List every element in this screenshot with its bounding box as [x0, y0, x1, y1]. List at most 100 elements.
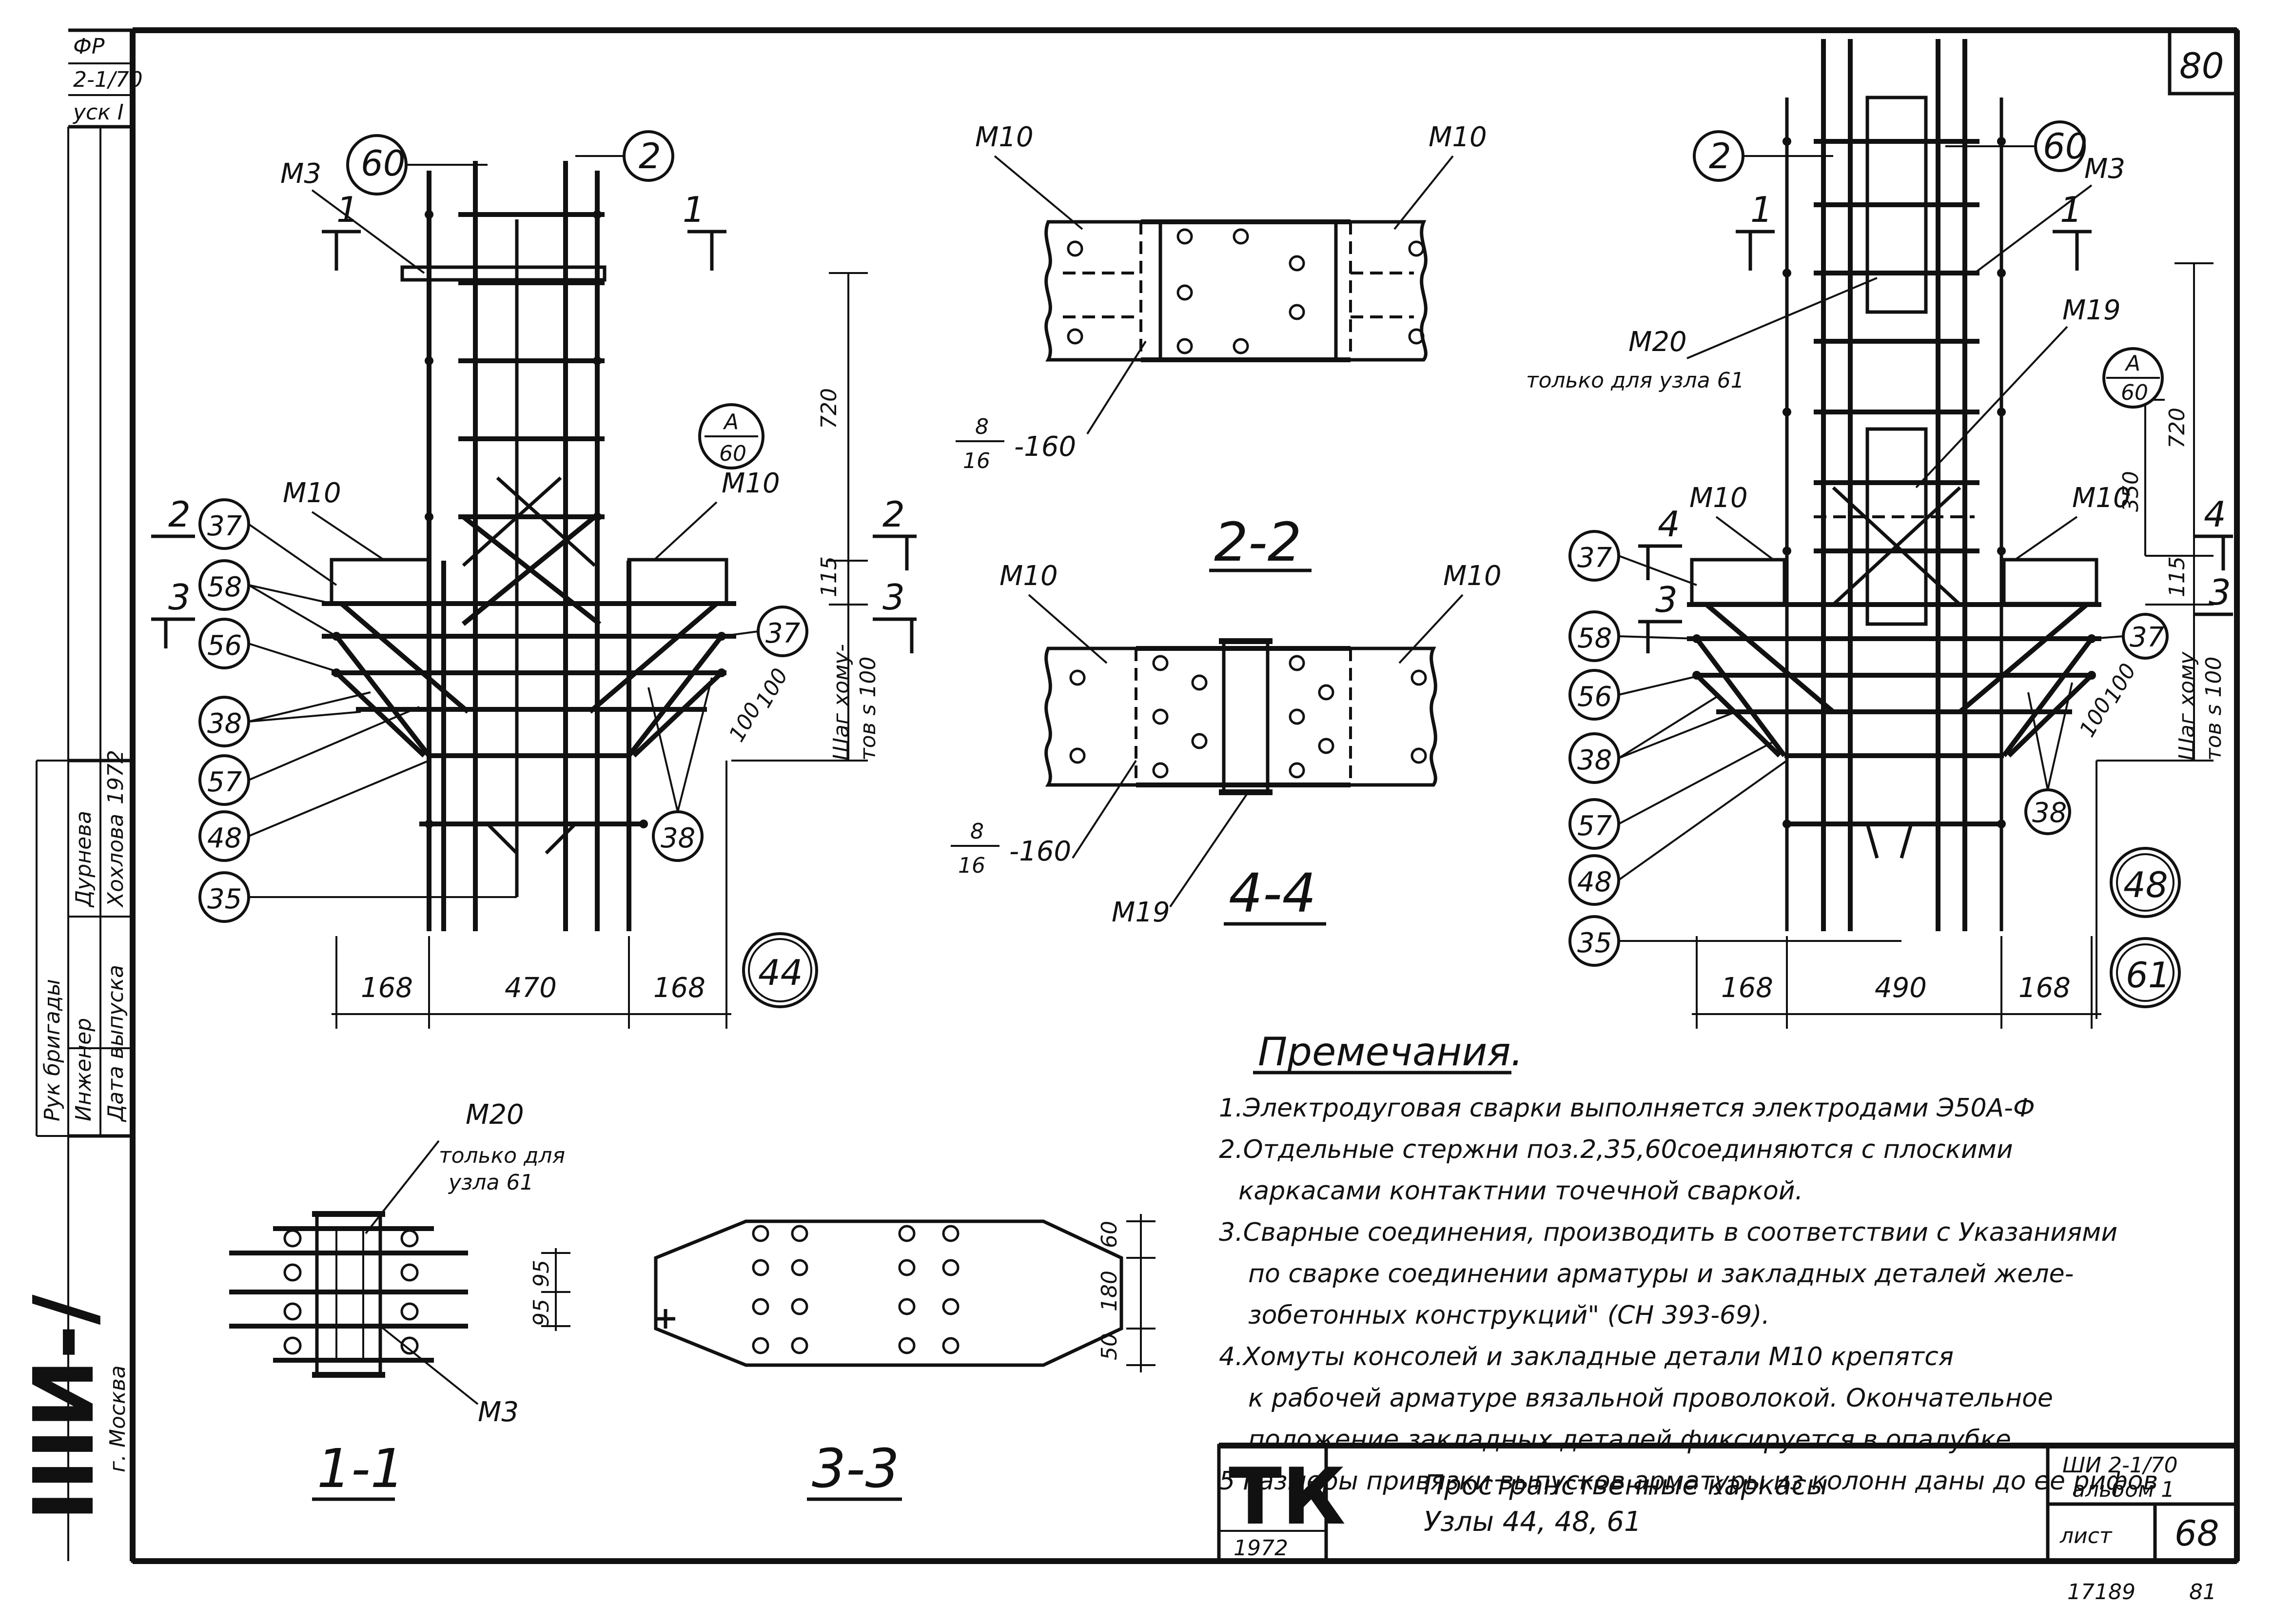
- node44-detail-ref-a: А: [723, 410, 739, 434]
- node48-badge: [2110, 847, 2181, 918]
- note-line-2: 2.Отдельные стержни поз.2,35,60соединяют…: [1219, 1135, 2013, 1164]
- org-city: г. Москва: [105, 1365, 130, 1472]
- node48-m10-left: М10: [1689, 482, 1748, 514]
- node48-detail-ref-60: 60: [2121, 380, 2148, 405]
- node48-pos60-text: 60: [2043, 126, 2088, 167]
- corner-page-number: 80: [2179, 45, 2224, 86]
- node44-dim-100b: 100: [751, 664, 793, 712]
- node48-dim-350: 350: [2118, 471, 2143, 512]
- node44-stirrup-step-2: тов s 100: [856, 657, 881, 761]
- org-mark: IIIИ-/: [16, 1294, 113, 1521]
- node44-section-1-left: 1: [336, 189, 359, 230]
- node48-callout-35: 35: [1577, 927, 1612, 959]
- node44-callout-56: 56: [207, 630, 242, 662]
- node48-dim-bottom-490: 490: [1875, 972, 1927, 1004]
- node44-callouts-left: [198, 498, 517, 923]
- section44-m10-right: М10: [1443, 560, 1502, 592]
- node44-section-1-right: 1: [683, 189, 705, 230]
- node48-m20: М20: [1628, 326, 1687, 358]
- node48-callout-38: 38: [1577, 744, 1612, 776]
- node44-badge-text: 44: [758, 952, 803, 993]
- node48-m10-right: М10: [2072, 482, 2131, 514]
- node44-callout-37-right: 37: [765, 618, 801, 649]
- node44-m10-right: М10: [722, 468, 780, 499]
- section11-dim-95b: 95: [529, 1299, 554, 1326]
- section44-label: 4-4: [1229, 862, 1316, 924]
- stamp-line-1: ФР: [73, 34, 105, 59]
- title-sheet-label: лист: [2059, 1524, 2113, 1548]
- node44-callout-58: 58: [207, 571, 242, 603]
- node44-dim-100a: 100: [724, 698, 766, 746]
- note-line-8: к рабочей арматуре вязальной проволокой.…: [1248, 1384, 2053, 1413]
- node44-callout-35: 35: [207, 883, 242, 915]
- section-3-3-drawing: [654, 1214, 1156, 1372]
- stamp-role-1: Рук бригады: [40, 979, 65, 1121]
- node48-callout-48: 48: [1577, 866, 1612, 898]
- title-line-1: Пространственные каркасы: [1424, 1469, 1828, 1501]
- node44-m3-label: М3: [280, 158, 321, 190]
- notes-list: 1.Электродуговая сварки выполняется элек…: [1219, 1094, 2158, 1496]
- node44-section-2-right: 2: [882, 494, 905, 535]
- node-48-61-drawing: [1687, 39, 2214, 1029]
- node44-callout-48: 48: [207, 822, 242, 854]
- section33-dim-180: 180: [1097, 1271, 1122, 1311]
- node48-section-4-left: 4: [1658, 504, 1680, 545]
- section22-m10-right: М10: [1429, 121, 1487, 153]
- stamp-role-2: Инженер: [71, 1018, 96, 1121]
- section33-label: 3-3: [812, 1437, 900, 1500]
- node44-callout-37: 37: [207, 510, 242, 542]
- section44-frac-rest: -160: [1009, 836, 1071, 867]
- node44-callout-38-right: 38: [661, 822, 695, 854]
- sheet-frame: [130, 27, 2240, 1564]
- note-line-7: 4.Хомуты консолей и закладные детали М10…: [1219, 1342, 1954, 1371]
- note-line-10: 5 Размеры привязки выпусков арматуры из …: [1219, 1467, 2158, 1496]
- section11-m20: М20: [466, 1099, 524, 1131]
- note-line-6: зобетонных конструкций" (СН 393-69).: [1248, 1301, 1770, 1330]
- node61-badge: [2110, 937, 2181, 1008]
- section-1-1-drawing: [229, 1211, 570, 1378]
- node48-dim-bottom-168-right: 168: [2018, 972, 2071, 1004]
- node44-dim-720: 720: [817, 388, 842, 429]
- node48-stirrup-step-1: Шаг хому: [2174, 651, 2199, 761]
- stamp-name-3: 1972: [103, 750, 128, 804]
- stamp-role-3: Дата выпуска: [103, 965, 128, 1122]
- section44-m10-left: М10: [999, 560, 1058, 592]
- node44-section-2-left: 2: [168, 494, 191, 535]
- footer-number: 81: [2189, 1580, 2216, 1604]
- stamp-name-1: Дурнева: [71, 811, 96, 908]
- node48-section-4-right: 4: [2204, 494, 2226, 535]
- node48-section-3-right: 3: [2209, 572, 2231, 613]
- section11-label: 1-1: [317, 1437, 405, 1500]
- section44-m19: М19: [1112, 897, 1170, 928]
- node44-stirrup-step-1: Шаг хому-: [829, 644, 854, 761]
- section11-m3: М3: [478, 1396, 519, 1428]
- node44-pos60-text: 60: [361, 143, 406, 184]
- node48-m19: М19: [2062, 294, 2121, 326]
- title-series-2: альбом 1: [2072, 1477, 2174, 1502]
- section22-frac-bot: 16: [963, 449, 990, 473]
- left-stamp: [36, 28, 133, 1561]
- stamp-line-2: 2-1/70: [73, 67, 143, 92]
- stamp-line-3: уск I: [72, 100, 124, 125]
- title-block: [1217, 1443, 2239, 1563]
- node48-callout-38-right: 38: [2032, 797, 2067, 829]
- footer-code: 17189: [2067, 1580, 2135, 1604]
- node48-m20-note: только для узла 61: [1526, 368, 1744, 393]
- node44-dim-bottom-168-right: 168: [653, 972, 705, 1004]
- title-series-1: ШИ 2-1/70: [2062, 1453, 2178, 1478]
- node44-dim-bottom-470: 470: [505, 972, 557, 1004]
- node48-dim-115: 115: [2165, 556, 2190, 597]
- node48-callout-58: 58: [1577, 623, 1612, 654]
- node44-pos2-text: 2: [639, 136, 661, 176]
- node44-m10-left: М10: [283, 477, 341, 509]
- section22-frac-top: 8: [975, 414, 989, 439]
- node48-callout-57: 57: [1577, 810, 1612, 842]
- node44-dim-115: 115: [817, 556, 842, 597]
- node-44-drawing: [322, 161, 868, 1029]
- node48-badge-text: 48: [2123, 864, 2168, 905]
- note-line-1: 1.Электродуговая сварки выполняется элек…: [1219, 1094, 2035, 1123]
- section22-label: 2-2: [1214, 511, 1302, 573]
- title-line-2: Узлы 44, 48, 61: [1424, 1506, 1642, 1538]
- title-year: 1972: [1234, 1536, 1288, 1561]
